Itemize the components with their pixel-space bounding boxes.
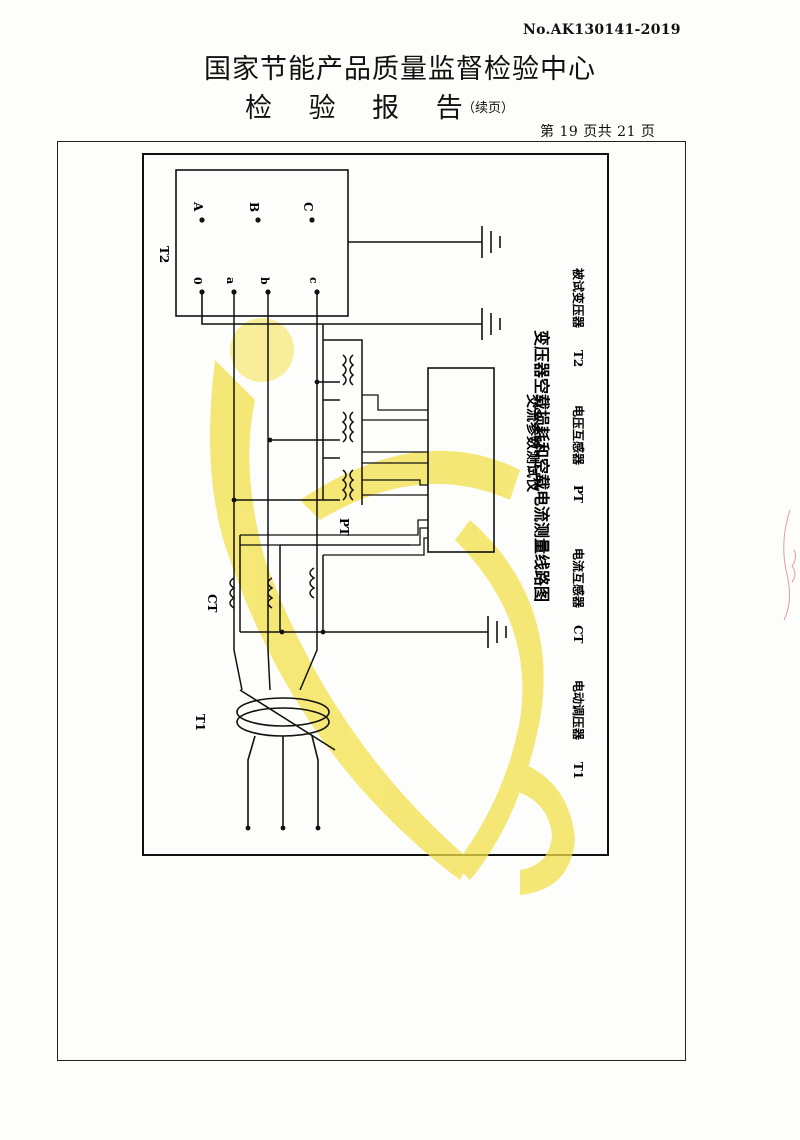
terminal-C-label: C — [301, 202, 315, 212]
terminal-b-label: b — [258, 277, 271, 285]
outer-border — [57, 141, 686, 1061]
legend-pt-code: PT — [571, 485, 585, 503]
continued-label: （续页） — [462, 101, 515, 116]
signal-wires — [240, 394, 428, 556]
report-title: 检 验 报 告 — [245, 93, 477, 124]
ground-symbol-2 — [201, 292, 501, 340]
page-edge-stamp — [776, 509, 800, 621]
ac-parameter-tester-box — [427, 367, 495, 553]
organization-title: 国家节能产品质量监督检验中心 — [204, 54, 596, 85]
ac-parameter-tester-label: 交流参数测试仪 — [524, 394, 541, 493]
pt-label: PT — [337, 518, 351, 536]
legend-ct-desc: 电流互感器 — [571, 548, 586, 609]
ground-symbol-1 — [348, 226, 501, 258]
legend-t2-desc: 被试变压器 — [571, 268, 586, 329]
report-number: No.AK130141-2019 — [523, 22, 681, 38]
diagram-border — [142, 153, 609, 856]
terminal-A-label: A — [191, 201, 205, 212]
terminal-0-label: 0 — [191, 277, 204, 285]
watermark-logo — [210, 318, 575, 895]
terminal-B-label: B — [247, 202, 261, 212]
t2-transformer-box — [175, 169, 349, 317]
t1-voltage-regulator — [236, 689, 336, 828]
legend: T1 电动调压器 CT 电流互感器 PT 电压互感器 T2 被试变压器 — [571, 268, 586, 779]
current-transformers — [229, 535, 324, 632]
t1-label: T1 — [193, 714, 207, 731]
terminal-a-label: a — [224, 277, 237, 284]
legend-t2-code: T2 — [571, 350, 585, 367]
legend-t1-desc: 电动调压器 — [571, 680, 586, 741]
ct-label: CT — [205, 594, 219, 613]
legend-t1-code: T1 — [571, 762, 585, 779]
legend-pt-desc: 电压互感器 — [571, 405, 586, 466]
t2-label: T2 — [157, 246, 171, 263]
page-indicator: 第 19 页共 21 页 — [540, 124, 656, 140]
phase-lines — [233, 292, 318, 691]
potential-transformers — [234, 324, 363, 505]
terminal-c-label: c — [307, 277, 320, 284]
legend-ct-code: CT — [571, 625, 585, 644]
diagram-title: 变压器空载损耗和空载电流测量线路图 — [532, 330, 551, 602]
